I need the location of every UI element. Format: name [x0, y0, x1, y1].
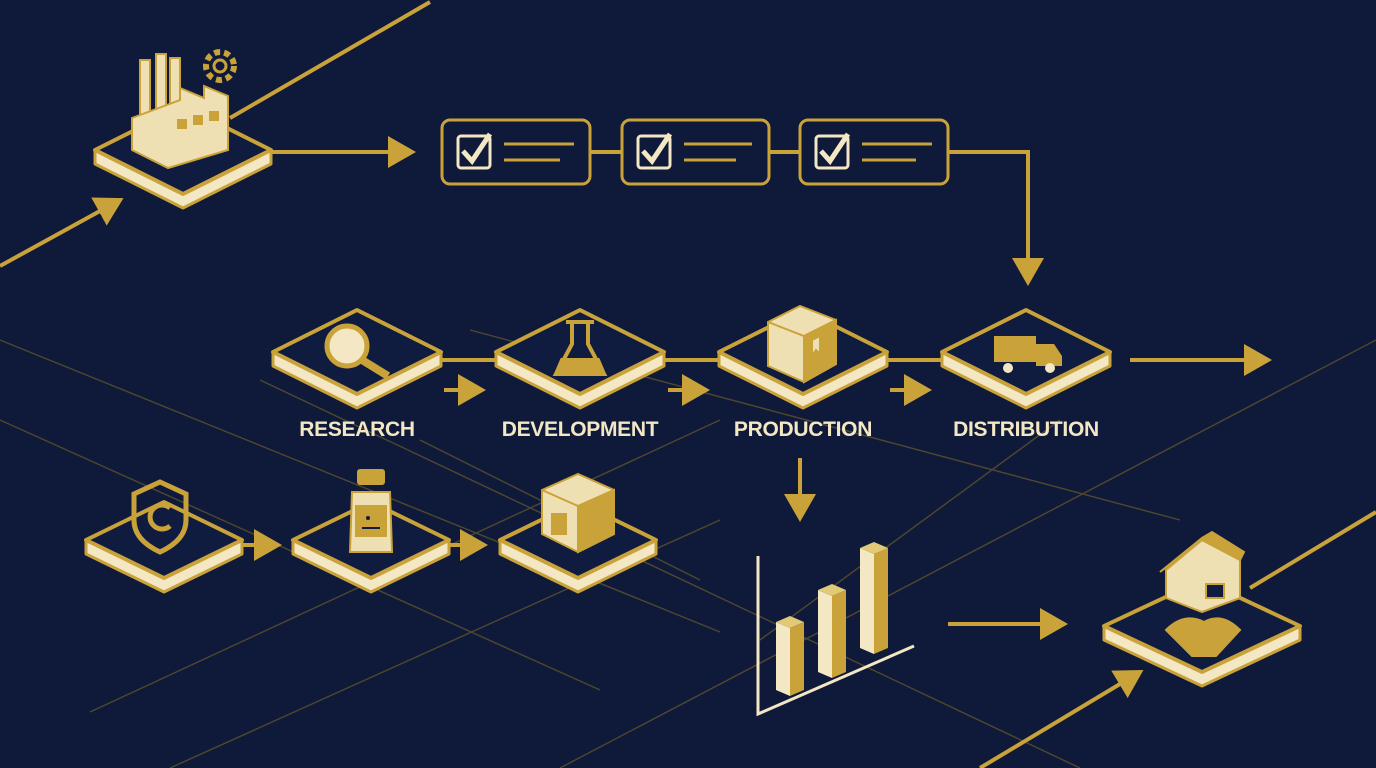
checklist-item — [440, 118, 592, 186]
bottle-icon — [348, 469, 394, 553]
checkbox-icon — [636, 134, 672, 170]
stage-labels: RESEARCH DEVELOPMENT PRODUCTION DISTRIBU… — [299, 418, 1099, 441]
tile-development — [494, 308, 666, 410]
arrow-into-house — [978, 669, 1144, 768]
chart-bar — [776, 616, 804, 696]
stage-label-development: DEVELOPMENT — [502, 418, 659, 441]
chart-bar — [860, 542, 888, 654]
bar-chart-icon — [756, 542, 915, 717]
box-icon — [767, 304, 837, 384]
factory-gear-icon — [131, 49, 237, 170]
shield-c-icon — [131, 479, 189, 555]
checkbox-icon — [456, 134, 492, 170]
stage-label-production: PRODUCTION — [734, 418, 872, 441]
stage-label-distribution: DISTRIBUTION — [953, 418, 1099, 441]
truck-icon — [994, 336, 1062, 373]
stage-label-research: RESEARCH — [299, 418, 414, 441]
tile-shield — [84, 500, 244, 594]
chart-bar — [818, 584, 846, 678]
checklist — [440, 118, 950, 186]
tiles-layer — [84, 104, 1302, 688]
magnifier-icon — [324, 323, 391, 380]
checklist-item — [798, 118, 950, 186]
checklist-item — [620, 118, 771, 186]
arrow-into-factory — [0, 197, 124, 268]
house-handshake-icon — [1159, 530, 1246, 657]
flow-arrows — [0, 136, 1272, 768]
package-icon — [541, 472, 615, 554]
arrow-checklist-to-distribution — [948, 150, 1044, 286]
flask-icon — [552, 320, 608, 376]
checkbox-icon — [814, 134, 850, 170]
diagonal-accent-lines — [228, 0, 1376, 590]
